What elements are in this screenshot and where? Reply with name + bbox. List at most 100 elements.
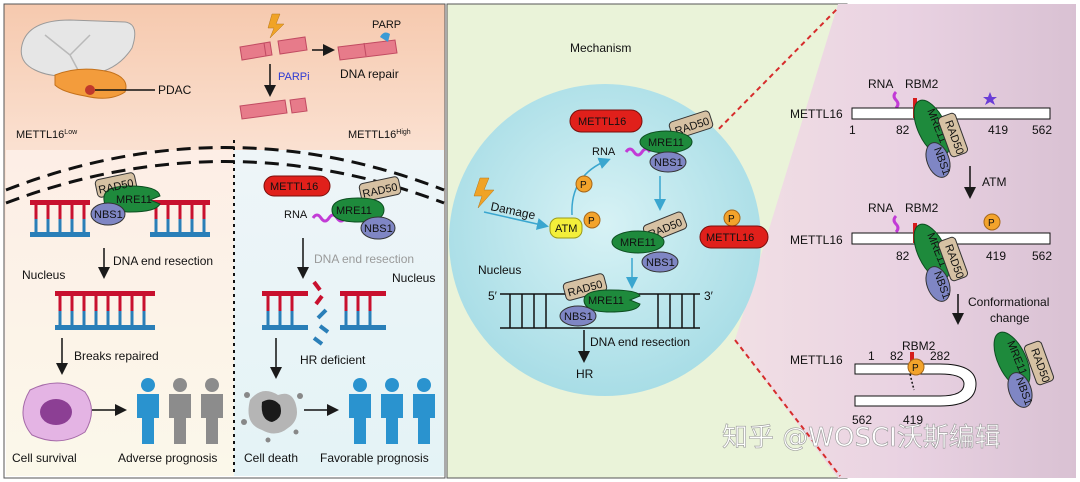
n562-right-2: 562 — [1032, 249, 1052, 263]
chromosome-broken-top — [239, 36, 308, 61]
nbs1-middle-3 — [559, 305, 597, 327]
phospho-right-3-label: P — [912, 363, 919, 374]
rna-middle-label: RNA — [592, 146, 616, 158]
person-icon-blue-4 — [413, 378, 435, 444]
nuclear-envelope-outer — [5, 146, 445, 192]
cell-survival-icon — [22, 382, 92, 442]
nbs1-right-2 — [925, 266, 951, 302]
five-prime-label: 5′ — [488, 289, 498, 303]
n82-right-3: 82 — [890, 349, 904, 363]
cell-death-label: Cell death — [244, 451, 298, 465]
rbm2-right-3-label: RBM2 — [902, 339, 936, 353]
chromosome-broken-bottom — [239, 97, 308, 120]
phospho-right-2 — [983, 213, 1001, 231]
mechanism-label: Mechanism — [570, 41, 631, 55]
n282-right-3: 282 — [930, 349, 950, 363]
mre11-middle-1-label: MRE11 — [648, 137, 684, 149]
nucleus-high-label: Nucleus — [392, 271, 435, 285]
mettl16-right-1-label: METTL16 — [790, 107, 843, 121]
mre11-middle-2-label: MRE11 — [620, 237, 656, 249]
n82-right-2: 82 — [896, 249, 910, 263]
atm-label: ATM — [555, 223, 577, 235]
person-icon-gray-2 — [201, 378, 223, 444]
rad50-right-1 — [937, 112, 969, 158]
lightning-bolt-middle-icon — [473, 177, 495, 209]
nbs1-right-1 — [925, 142, 951, 178]
zoom-line-bottom — [734, 339, 841, 477]
star-icon — [983, 92, 997, 105]
mre11-high-label: MRE11 — [336, 205, 372, 217]
phospho-atm-label: P — [588, 216, 595, 227]
nbs1-middle-2-label: NBS1 — [646, 257, 675, 269]
n1-right-1: 1 — [849, 123, 856, 137]
dna-unrepaired-high — [262, 280, 386, 346]
person-icon-blue-3 — [381, 378, 403, 444]
mre11-middle-3 — [583, 289, 641, 313]
n82-right-1: 82 — [896, 123, 910, 137]
mre11-low-label: MRE11 — [116, 194, 152, 206]
nbs1-high-label: NBS1 — [364, 223, 393, 235]
rna-right-3-strand — [909, 373, 915, 391]
nbs1-middle-1 — [649, 151, 687, 173]
mettl16-right-3-label: METTL16 — [790, 353, 843, 367]
nucleus-low-label: Nucleus — [22, 268, 65, 282]
nbs1-middle-1-label: NBS1 — [654, 157, 683, 169]
damage-arrow — [483, 211, 549, 230]
rbm2-right-1-label: RBM2 — [905, 77, 939, 91]
phospho-right-3 — [907, 358, 925, 376]
mettl16-right-2-label: METTL16 — [790, 233, 843, 247]
nbs1-middle-2 — [641, 251, 679, 273]
mettl16-middle-shape — [569, 109, 643, 133]
dna-repair-label: DNA repair — [340, 67, 399, 81]
dna-repaired-low — [55, 291, 155, 330]
nbs1-right-3 — [1007, 372, 1033, 408]
person-icon-blue-1 — [137, 378, 159, 444]
cell-death-icon — [241, 391, 303, 443]
n419-right-1: 419 — [988, 123, 1008, 137]
mre11-middle-2 — [611, 230, 665, 254]
rbm2-right-2-label: RBM2 — [905, 201, 939, 215]
mettl16-middle-label: METTL16 — [578, 116, 626, 128]
cell-survival-label: Cell survival — [12, 451, 77, 465]
liver-pancreas-illustration — [20, 19, 155, 99]
parpi-label: PARPi — [278, 71, 310, 83]
nbs1-low-label: NBS1 — [94, 209, 123, 221]
n419-right-3: 419 — [903, 413, 923, 427]
rad50-right-2 — [937, 236, 969, 282]
conformational-line1: Conformational — [968, 295, 1049, 309]
pdac-label: PDAC — [158, 83, 192, 97]
person-icon-gray-1 — [169, 378, 191, 444]
rna-high-label: RNA — [284, 209, 308, 221]
chromosome-repaired — [337, 32, 398, 61]
zoom-line-top — [699, 7, 839, 149]
phospho-middle-1-label: P — [580, 180, 587, 191]
phospho-middle-2-label: P — [728, 214, 735, 225]
mettl16-low-label: METTL16Low — [16, 129, 78, 141]
atm-box — [549, 217, 583, 239]
rna-right-2-strand — [892, 214, 900, 234]
n562-right-1: 562 — [1032, 123, 1052, 137]
mre11-middle-3-label: MRE11 — [588, 295, 624, 307]
mettl16-middle-2-label: METTL16 — [706, 232, 754, 244]
rna-right-1-label: RNA — [868, 77, 893, 91]
dna-break-low — [30, 200, 210, 237]
person-icon-blue-2 — [349, 378, 371, 444]
rna-right-2-label: RNA — [868, 201, 893, 215]
lightning-bolt-icon — [267, 13, 285, 39]
resection-high-label: DNA end resection — [314, 252, 414, 266]
mettl16-middle-2-shape — [699, 225, 769, 249]
resection-low-label: DNA end resection — [113, 254, 213, 268]
rna-strand-high — [311, 213, 347, 223]
dna-resected-middle — [500, 293, 700, 329]
n562-right-3: 562 — [852, 413, 872, 427]
resection-middle-label: DNA end resection — [590, 335, 690, 349]
adverse-prognosis-label: Adverse prognosis — [118, 451, 217, 465]
mettl16-high-text: METTL16 — [270, 181, 318, 193]
watermark: 知乎 @WOSCI沃斯编辑 — [722, 423, 1001, 453]
breaks-repaired-label: Breaks repaired — [74, 349, 159, 363]
atm-right-label: ATM — [982, 175, 1006, 189]
favorable-prognosis-label: Favorable prognosis — [320, 451, 429, 465]
mrn-complex-high — [331, 176, 402, 240]
hr-middle-label: HR — [576, 367, 594, 381]
